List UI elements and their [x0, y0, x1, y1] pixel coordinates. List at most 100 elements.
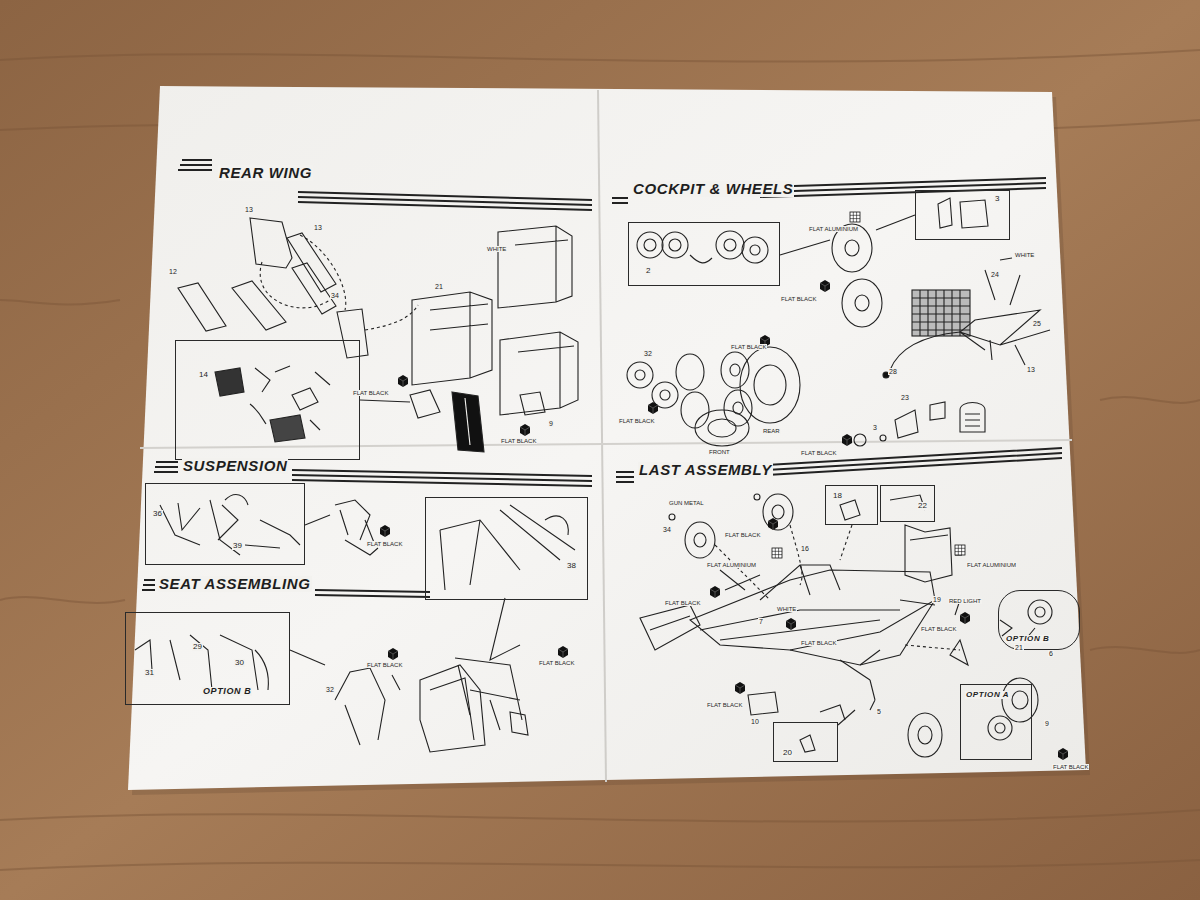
- illustration-stroke: [520, 424, 530, 436]
- illustration-stroke: [500, 332, 578, 415]
- illustration-stroke: [748, 692, 778, 715]
- illustration-stroke: [298, 192, 592, 210]
- illustration-stroke: [669, 239, 681, 251]
- illustration-stroke: [820, 280, 830, 292]
- illustration-stroke: [786, 618, 796, 630]
- illustration-stroke: [225, 495, 248, 505]
- illustration-stroke: [790, 600, 935, 665]
- part-label: GUN METAL: [668, 500, 705, 506]
- part-label: 13: [313, 224, 323, 231]
- part-label: FLAT BLACK: [706, 702, 743, 708]
- part-label: 16: [800, 545, 810, 552]
- part-label: FLAT ALUMINIUM: [808, 226, 859, 232]
- part-label: WHITE: [486, 246, 507, 252]
- illustration-stroke: [880, 435, 886, 441]
- part-label: FLAT BLACK: [1052, 764, 1089, 770]
- illustration-stroke: [154, 462, 178, 472]
- illustration-stroke: [754, 494, 760, 500]
- illustration-stroke: [760, 565, 840, 600]
- illustration-stroke: [648, 402, 658, 414]
- part-label: FLAT BLACK: [800, 640, 837, 646]
- part-label: FLAT BLACK: [618, 418, 655, 424]
- callout-number: 2: [645, 267, 651, 275]
- part-label: 5: [876, 708, 882, 715]
- illustration-stroke: [840, 525, 852, 560]
- illustration-stroke: [845, 240, 859, 256]
- illustration-stroke: [908, 713, 942, 757]
- illustration-stroke: [918, 726, 932, 744]
- callout-number: 39: [232, 542, 243, 550]
- illustration-stroke: [740, 347, 800, 423]
- illustration-stroke: [0, 300, 120, 304]
- illustration-stroke: [398, 375, 408, 387]
- illustration-stroke: [558, 646, 568, 658]
- illustration-stroke: [930, 402, 945, 420]
- part-label: RED LIGHT: [948, 598, 982, 604]
- illustration-stroke: [710, 586, 720, 598]
- illustration-stroke: [854, 434, 866, 446]
- callout-box: OPTION A: [960, 684, 1032, 760]
- section-heading: LAST ASSEMBLY: [638, 462, 773, 478]
- illustration-stroke: [337, 309, 368, 358]
- part-label: FLAT BLACK: [500, 438, 537, 444]
- callout-number: 3: [994, 195, 1000, 203]
- illustration-stroke: [128, 86, 1086, 790]
- illustration-stroke: [380, 525, 390, 537]
- part-label: 32: [325, 686, 335, 693]
- illustration-stroke: [178, 160, 212, 170]
- illustration-stroke: [635, 370, 645, 380]
- illustration-stroke: [912, 290, 970, 336]
- illustration-stroke: [410, 390, 440, 418]
- callout-number: 22: [917, 502, 928, 510]
- illustration-stroke: [730, 364, 740, 376]
- callout-box: 20: [773, 722, 838, 762]
- part-label: 3: [872, 424, 878, 431]
- illustration-stroke: [876, 215, 915, 230]
- illustration-stroke: [135, 160, 1062, 757]
- option-label: OPTION B: [202, 687, 252, 696]
- illustration-stroke: [315, 590, 430, 597]
- illustration-stroke: [842, 279, 882, 327]
- section-heading: SUSPENSION: [182, 458, 288, 474]
- part-label: FLAT ALUMINIUM: [706, 562, 757, 568]
- callout-number: 14: [198, 371, 209, 379]
- callout-box: 293031OPTION B: [125, 612, 290, 705]
- part-label: 13: [1026, 366, 1036, 373]
- illustration-stroke: [545, 516, 568, 535]
- illustration-stroke: [465, 398, 470, 445]
- illustration-stroke: [988, 716, 1012, 740]
- illustration-stroke: [960, 403, 985, 433]
- illustration-stroke: [750, 448, 1062, 476]
- illustration-stroke: [724, 390, 752, 426]
- illustration-stroke: [292, 470, 592, 486]
- illustration-stroke: [995, 723, 1005, 733]
- callout-box: 22: [880, 485, 935, 522]
- illustration-stroke: [905, 645, 960, 650]
- illustration-stroke: [720, 570, 760, 590]
- callout-box: 3: [915, 190, 1010, 240]
- part-label: 10: [750, 718, 760, 725]
- part-label: 19: [932, 596, 942, 603]
- part-label: FLAT BLACK: [366, 662, 403, 668]
- illustration-stroke: [637, 232, 663, 258]
- illustration-stroke: [616, 472, 634, 482]
- illustration-stroke: [270, 415, 305, 442]
- illustration-stroke: [412, 292, 492, 385]
- part-label: 34: [662, 526, 672, 533]
- option-label: OPTION B: [1005, 635, 1050, 643]
- illustration-stroke: [142, 580, 155, 590]
- part-label: WHITE: [776, 606, 797, 612]
- part-label: FLAT BLACK: [780, 296, 817, 302]
- illustration-stroke: [135, 635, 258, 690]
- illustration-stroke: [627, 362, 653, 388]
- part-label: FLAT BLACK: [366, 541, 403, 547]
- illustration-stroke: [768, 518, 778, 530]
- illustration-stroke: [716, 231, 744, 259]
- part-label: 9: [1044, 720, 1050, 727]
- illustration-stroke: [1028, 600, 1052, 624]
- illustration-stroke: [938, 198, 988, 228]
- illustration-stroke: [612, 198, 628, 203]
- illustration-stroke: [895, 410, 918, 438]
- illustration-stroke: [820, 705, 845, 720]
